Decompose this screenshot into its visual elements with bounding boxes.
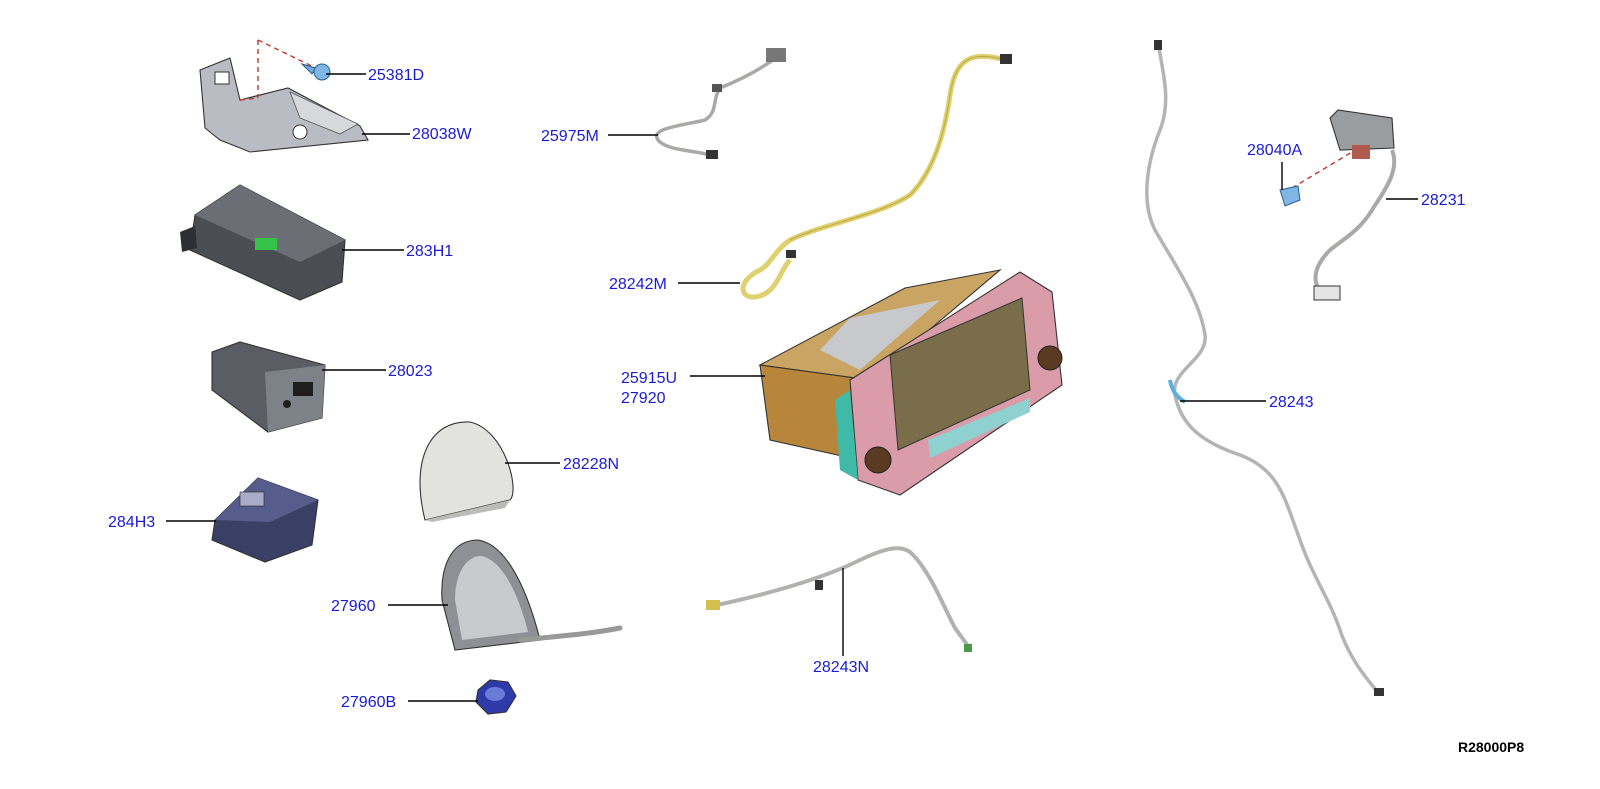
part-label-28040A[interactable]: 28040A: [1247, 142, 1302, 159]
part-label-28243[interactable]: 28243: [1269, 394, 1314, 411]
harness-28242M-drawing: [740, 53, 1012, 300]
bracket-drawing: [199, 57, 369, 153]
usb-unit-drawing: [211, 341, 326, 433]
control-module-drawing: [180, 184, 346, 301]
diagram-reference-code: R28000P8: [1458, 739, 1524, 755]
harness-25975M-drawing: [654, 48, 786, 159]
antenna-nut-drawing: [475, 679, 517, 715]
clip-drawing: [1279, 185, 1301, 207]
leader-lines: [166, 73, 1418, 702]
telematics-module-drawing: [211, 477, 319, 563]
clip-dashed-guide: [1291, 151, 1353, 189]
part-label-28231[interactable]: 28231: [1421, 192, 1466, 209]
part-label-25381D[interactable]: 25381D: [368, 67, 424, 84]
bracket-dashed-guide: [239, 39, 321, 101]
part-label-25975M[interactable]: 25975M: [541, 128, 599, 145]
part-label-283H1[interactable]: 283H1: [406, 243, 453, 260]
harness-28243N-drawing: [706, 546, 972, 652]
unit-28231-drawing: [1313, 109, 1397, 301]
part-label-27960[interactable]: 27960: [331, 598, 376, 615]
antenna-base-drawing: [441, 539, 623, 651]
part-label-25915U[interactable]: 25915U: [621, 370, 677, 387]
part-label-27920[interactable]: 27920: [621, 390, 666, 407]
part-label-28242M[interactable]: 28242M: [609, 276, 667, 293]
part-label-28228N[interactable]: 28228N: [563, 456, 619, 473]
part-label-284H3[interactable]: 284H3: [108, 514, 155, 531]
part-label-28023[interactable]: 28023: [388, 363, 433, 380]
part-labels: 25381D 28038W 283H1 28023 284H3 28228N 2…: [108, 67, 1466, 711]
part-label-28038W[interactable]: 28038W: [412, 126, 472, 143]
head-unit-drawing: [758, 269, 1063, 496]
part-label-28243N[interactable]: 28243N: [813, 659, 869, 676]
antenna-cover-drawing: [419, 421, 514, 522]
screw-drawing: [300, 62, 331, 81]
part-label-27960B[interactable]: 27960B: [341, 694, 396, 711]
